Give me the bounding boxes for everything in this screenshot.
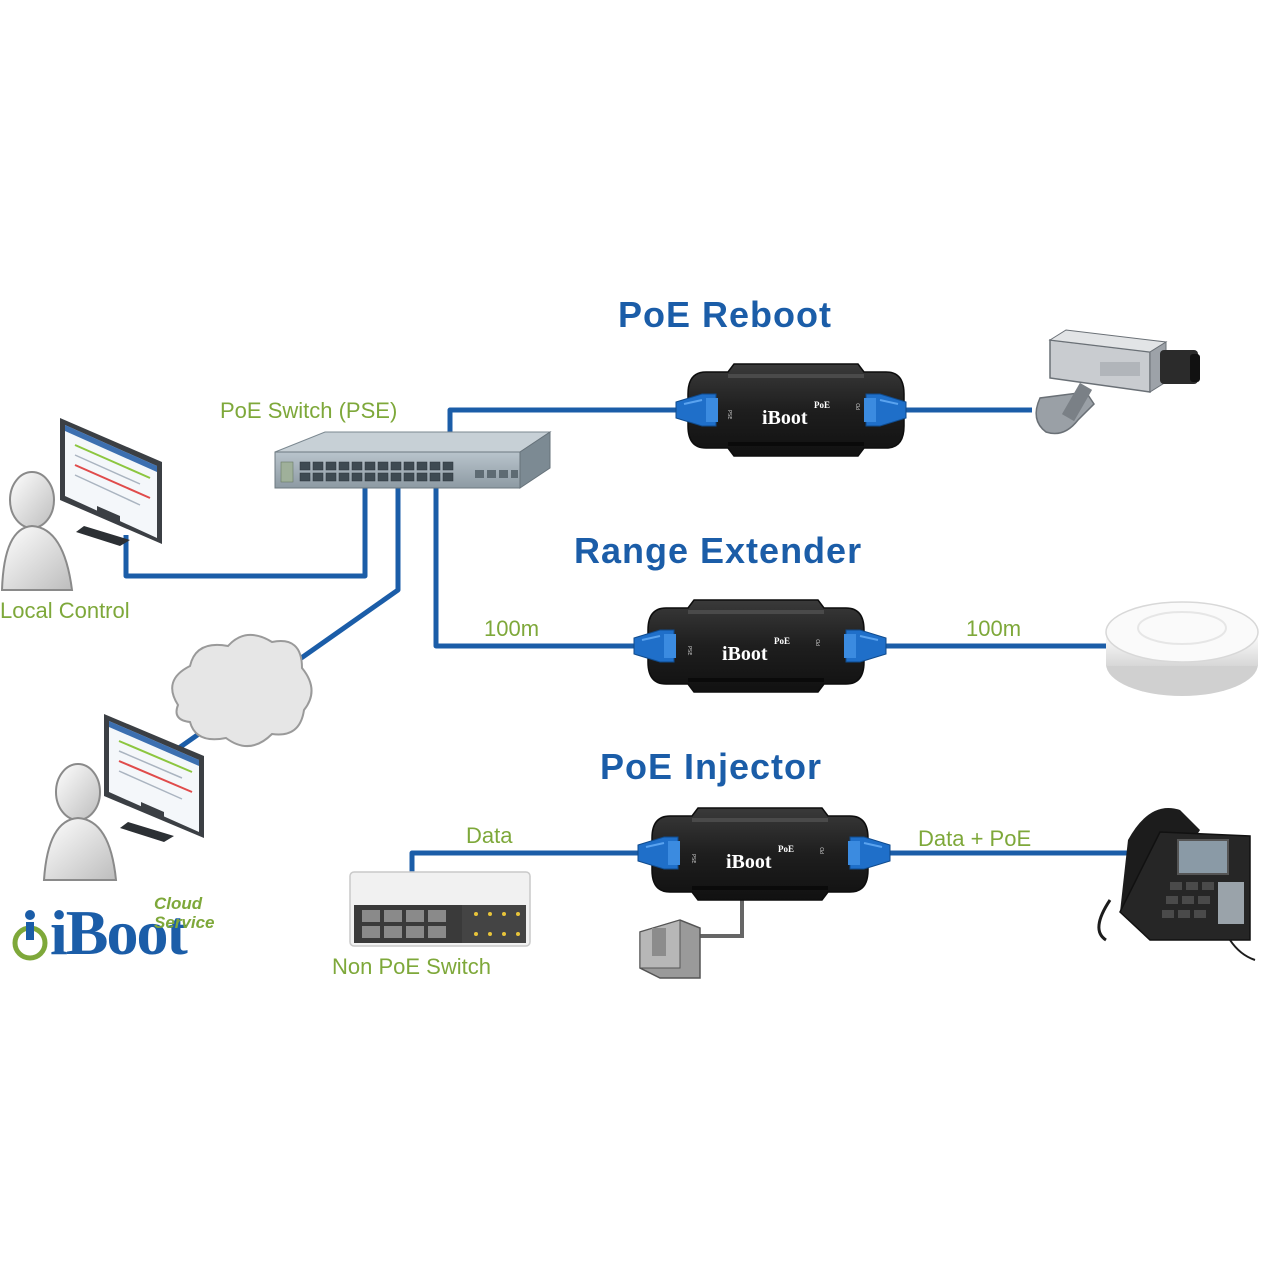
cable-switch-to-range-extender xyxy=(433,478,638,649)
switch-port xyxy=(299,461,311,471)
switch-port xyxy=(364,472,376,482)
device-superscript: PoE xyxy=(778,844,794,854)
ip-phone-icon xyxy=(1097,808,1256,961)
device-superscript: PoE xyxy=(774,636,790,646)
device-brand: iBoot xyxy=(722,643,768,665)
plug-range-extender-in xyxy=(633,629,677,663)
label-poe-switch: PoE Switch (PSE) xyxy=(220,398,398,423)
label-distance-left: 100m xyxy=(484,616,540,641)
device-brand: iBoot xyxy=(762,407,808,429)
switch-port xyxy=(442,472,454,482)
iboot-poe-device-range-extender: iBoot PoE PSE PD xyxy=(647,599,865,693)
title-poe-injector: PoE Injector xyxy=(600,746,823,787)
switch-port xyxy=(416,472,428,482)
device-port-in: PSE xyxy=(690,854,696,863)
switch-port xyxy=(364,461,376,471)
cable-switch-to-local-control xyxy=(123,478,368,579)
switch-port xyxy=(351,461,363,471)
plug-poe-reboot-in xyxy=(675,393,719,427)
switch-port xyxy=(416,461,428,471)
cable-power-adapter xyxy=(692,898,744,938)
monitor-icon xyxy=(104,714,204,842)
device-port-out: PD xyxy=(820,847,826,854)
plug-range-extender-out xyxy=(843,629,887,663)
device-port-in: PSE xyxy=(726,410,732,419)
label-non-poe-switch: Non PoE Switch xyxy=(332,954,491,979)
switch-port xyxy=(299,472,311,482)
power-adapter-icon xyxy=(639,919,701,979)
title-poe-reboot: PoE Reboot xyxy=(618,294,832,335)
cloud-icon xyxy=(171,634,313,747)
switch-port xyxy=(390,472,402,482)
device-brand: iBoot xyxy=(726,851,772,873)
plug-injector-out xyxy=(847,836,891,870)
switch-port xyxy=(442,461,454,471)
switch-port xyxy=(377,461,389,471)
label-distance-right: 100m xyxy=(966,616,1022,641)
iboot-logo-power-icon xyxy=(12,910,48,961)
cable-switch-to-cloud xyxy=(268,478,401,683)
device-port-out: PD xyxy=(816,639,822,646)
iboot-poe-device-reboot: iBoot PoE PSE PD xyxy=(687,363,905,457)
device-port-in: PSE xyxy=(686,646,692,655)
label-data: Data xyxy=(466,823,513,848)
switch-port xyxy=(325,472,337,482)
person-icon xyxy=(42,763,118,881)
switch-port xyxy=(338,472,350,482)
device-port-out: PD xyxy=(856,403,862,410)
switch-port xyxy=(403,461,415,471)
switch-port xyxy=(429,461,441,471)
switch-port xyxy=(390,461,402,471)
label-data-poe: Data + PoE xyxy=(918,826,1032,851)
iboot-poe-device-injector: iBoot PoE PSE PD xyxy=(651,807,869,901)
access-point-icon xyxy=(1105,601,1259,696)
local-control-station xyxy=(0,418,162,591)
logo-service-line: Service xyxy=(154,913,215,932)
camera-icon xyxy=(1035,329,1200,435)
monitor-icon xyxy=(60,418,162,546)
switch-port xyxy=(403,472,415,482)
label-local-control: Local Control xyxy=(0,598,130,623)
switch-port xyxy=(429,472,441,482)
non-poe-switch-icon xyxy=(349,871,531,947)
person-icon xyxy=(0,471,74,591)
poe-switch xyxy=(274,431,552,489)
title-range-extender: Range Extender xyxy=(574,530,863,571)
cables xyxy=(123,407,1130,915)
switch-port xyxy=(312,461,324,471)
plug-injector-in xyxy=(637,836,681,870)
switch-port xyxy=(312,472,324,482)
switch-port xyxy=(338,461,350,471)
remote-control-station xyxy=(42,714,204,881)
switch-port xyxy=(377,472,389,482)
logo-cloud-line: Cloud xyxy=(154,894,203,913)
switch-port xyxy=(351,472,363,482)
iboot-cloud-logo: iBoot xyxy=(50,897,188,968)
device-superscript: PoE xyxy=(814,400,830,410)
switch-port xyxy=(325,461,337,471)
